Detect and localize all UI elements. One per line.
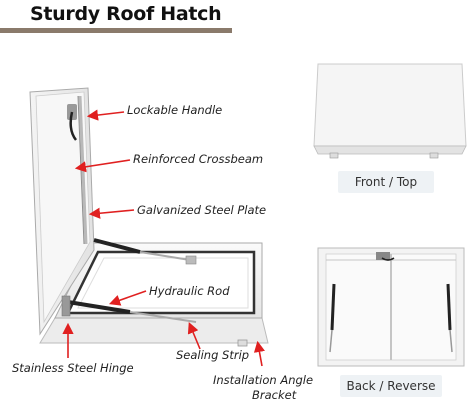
lockable-handle [67,104,78,141]
stainless-steel-hinge [61,295,71,317]
title-accent-stripe [0,28,232,33]
page-title: Sturdy Roof Hatch [30,3,222,25]
callout-installation-bracket: Bracket [252,388,297,402]
hatch-lid [29,87,95,336]
callout-galvanized-steel-plate: Galvanized Steel Plate [137,203,267,217]
hydraulic-rod-upper [93,238,197,265]
callout-installation-angle: Installation Angle [213,373,314,387]
front-view-illustration [313,63,467,159]
callout-arrows [62,109,265,367]
title-bar [0,0,216,30]
back-view-illustration [317,247,465,367]
callout-sealing-strip: Sealing Strip [176,348,250,362]
callout-lockable-handle: Lockable Handle [127,103,223,117]
hatch-frame [39,242,269,347]
callout-stainless-steel-hinge: Stainless Steel Hinge [12,361,134,375]
back-reverse-label: Back / Reverse [340,375,442,397]
callout-hydraulic-rod: Hydraulic Rod [149,284,230,298]
front-top-label: Front / Top [338,171,434,193]
hydraulic-rod-lower [67,300,197,323]
callout-reinforced-crossbeam: Reinforced Crossbeam [133,152,264,166]
